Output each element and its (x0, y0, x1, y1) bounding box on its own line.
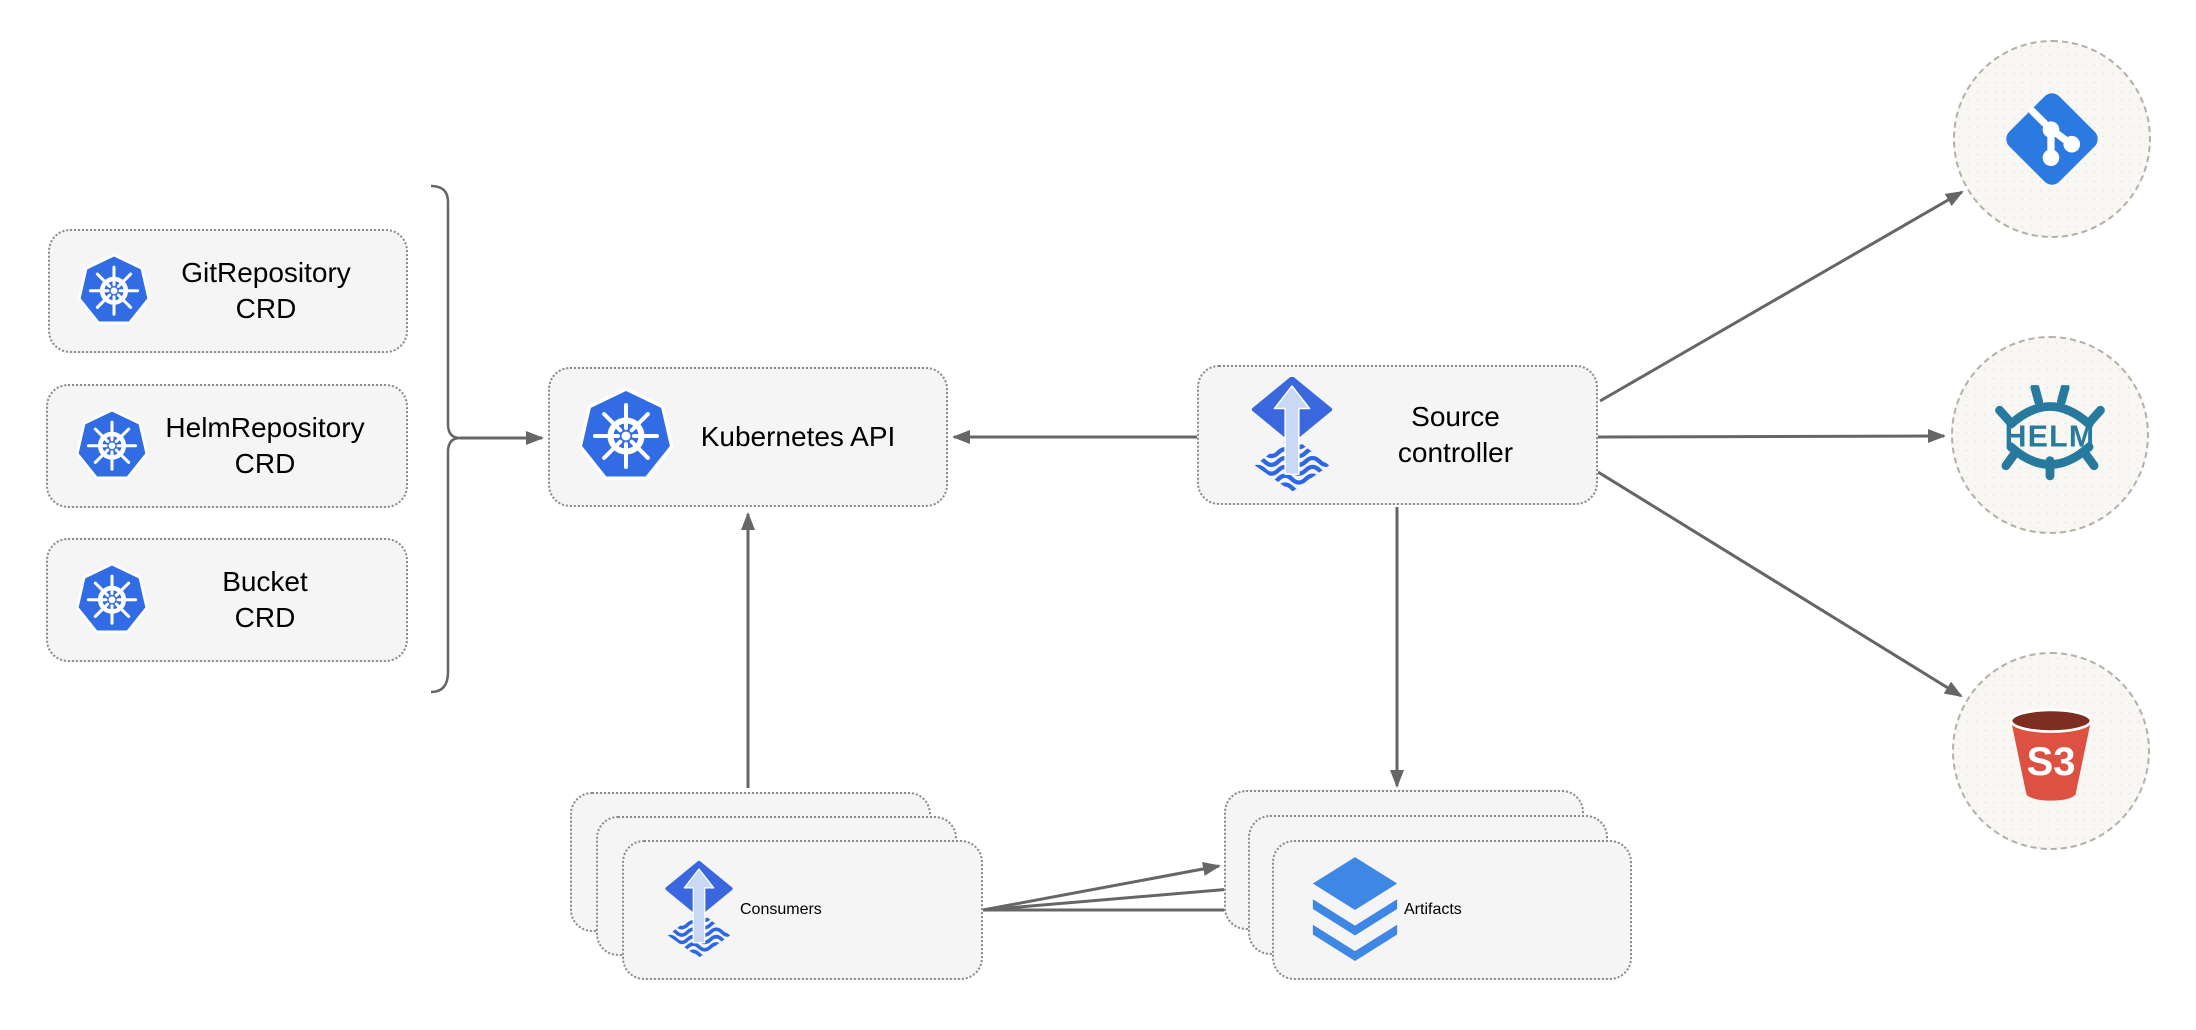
git-endpoint-circle (1953, 40, 2151, 238)
flux-source-icon (658, 853, 740, 967)
helm-icon: HELM (1987, 385, 2113, 486)
source-controller-node: Source controller (1197, 365, 1598, 505)
kubernetes-icon (576, 385, 676, 489)
helmrepository-crd-node: HelmRepository CRD (46, 384, 408, 508)
edge-consumers-to-artifacts-2 (982, 882, 1245, 912)
helmrepository-crd-label-line2: CRD (234, 448, 296, 479)
kubernetes-icon (74, 407, 150, 486)
helm-wordmark: HELM (2005, 420, 2096, 453)
helmrepository-crd-label: HelmRepository CRD (150, 410, 380, 483)
gitrepository-crd-node: GitRepository CRD (48, 229, 408, 353)
s3-wordmark: S3 (2027, 740, 2076, 784)
kubernetes-icon (76, 252, 152, 331)
git-icon (2000, 87, 2104, 191)
source-controller-label-line2: controller (1397, 437, 1514, 468)
source-controller-label: Source controller (1341, 399, 1570, 472)
artifacts-stack: Artifacts (1224, 790, 1634, 982)
kubernetes-api-label: Kubernetes API (700, 420, 896, 452)
gitrepository-crd-label-line2: CRD (235, 293, 297, 324)
helm-endpoint-circle: HELM (1951, 336, 2149, 534)
consumers-node: Consumers (622, 840, 983, 980)
consumers-stack: Consumers (570, 792, 984, 982)
kubernetes-icon (74, 561, 150, 640)
edge-source-controller-to-helm (1597, 429, 1946, 444)
helmrepository-crd-label-line1: HelmRepository (165, 411, 365, 443)
edge-consumers-to-artifacts-1 (982, 862, 1221, 912)
artifacts-node: Artifacts (1272, 840, 1632, 980)
gitrepository-crd-label: GitRepository CRD (152, 255, 380, 328)
bucket-crd-label: Bucket CRD (150, 564, 380, 637)
layers-icon (1306, 855, 1404, 965)
edge-source-controller-to-git (1599, 190, 1964, 403)
gitrepository-crd-label-line1: GitRepository (181, 256, 351, 288)
bucket-crd-label-line2: CRD (234, 602, 296, 633)
s3-endpoint-circle: S3 (1952, 652, 2150, 850)
artifacts-label: Artifacts (1404, 901, 1462, 918)
consumers-label: Consumers (740, 901, 822, 918)
bucket-crd-label-line1: Bucket (222, 565, 308, 597)
flux-source-icon (1243, 377, 1341, 493)
kubernetes-api-node: Kubernetes API (548, 367, 948, 507)
grouping-brace (430, 184, 461, 694)
s3-bucket-icon: S3 (1997, 697, 2105, 805)
source-controller-label-line1: Source (1411, 400, 1500, 432)
bucket-crd-node: Bucket CRD (46, 538, 408, 662)
edge-source-controller-to-s3 (1597, 470, 1963, 698)
